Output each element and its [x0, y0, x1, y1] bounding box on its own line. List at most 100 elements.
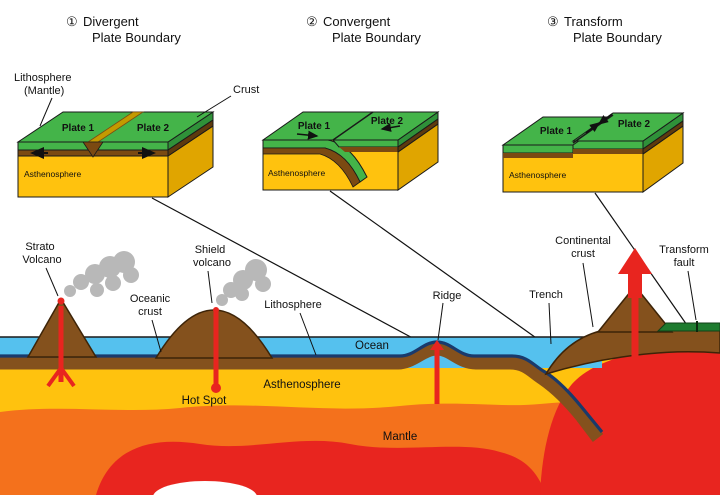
convergent-number: ② [306, 14, 318, 29]
shield-volcano-callout: Shield volcano [193, 244, 231, 304]
trench-callout: Trench [529, 289, 563, 345]
convergent-asthenosphere-label: Asthenosphere [268, 168, 325, 178]
converge-left-arrow-icon [296, 130, 319, 140]
transform-fault-label-1: Transform [659, 244, 709, 256]
transform-asthenosphere-label: Asthenosphere [509, 170, 566, 180]
magma-blob-center [96, 440, 546, 495]
strato-smoke-cloud-icon [64, 251, 139, 297]
header-convergent: ② Convergent Plate Boundary [306, 14, 421, 45]
ridge-label: Ridge [433, 290, 462, 302]
subducting-slab-lithosphere [262, 147, 361, 188]
divergent-block: Plate 1 Plate 2 Asthenosphere [16, 111, 215, 198]
continental-crust-label-2: crust [571, 248, 595, 260]
overriding-plate-lithosphere [339, 147, 398, 152]
shield-volcano-leader [207, 270, 213, 304]
transform-title: Transform [564, 14, 623, 29]
divergent-plate2-label: Plate 2 [137, 123, 170, 134]
converge-right-arrow-icon [380, 123, 401, 132]
transform-front-lithosphere-left [503, 153, 573, 158]
divergent-asthenosphere-label: Asthenosphere [24, 169, 81, 179]
strato-magma-branch-right [59, 366, 76, 388]
oceanic-crust-leader [151, 319, 162, 353]
trench-label: Trench [529, 289, 563, 301]
eruption-plume-arrow-icon [618, 248, 652, 298]
strato-volcano-label-1: Strato [25, 241, 54, 253]
crust-label: Crust [233, 84, 259, 96]
oceanic-lithosphere-band [0, 342, 604, 442]
transform-front-crust-right [572, 140, 644, 150]
divergent-subtitle: Plate Boundary [92, 30, 181, 45]
mantle-label: Mantle [383, 431, 418, 443]
shear-arrow-up-icon [585, 122, 601, 134]
lithosphere-mantle-callout: Lithosphere (Mantle) [14, 72, 72, 127]
oceanic-crust-label-1: Oceanic [130, 293, 171, 305]
convergent-subtitle: Plate Boundary [332, 30, 421, 45]
strato-volcano [26, 251, 139, 388]
divergent-to-ridge-line [151, 197, 434, 350]
header-transform: ③ Transform Plate Boundary [547, 14, 662, 45]
lithosphere-leader [299, 312, 317, 356]
continental-crust-callout: Continental crust [555, 235, 611, 328]
divergent-title: Divergent [83, 14, 139, 29]
rift-notch [82, 141, 104, 158]
mantle-white-patch [153, 481, 257, 495]
hot-spot-label: Hot Spot [182, 395, 228, 407]
hot-spot-magma-ball [211, 383, 221, 393]
transform-plate1-label: Plate 1 [540, 126, 573, 137]
convergent-side-lithosphere [397, 118, 439, 153]
oceanic-crust-line [0, 340, 604, 434]
shear-arrow-down-icon [597, 113, 613, 125]
divergent-plate1-label: Plate 1 [62, 123, 95, 134]
lithosphere-mantle-label-1: Lithosphere [14, 72, 72, 84]
strato-magma-branch-left [46, 366, 63, 388]
lithosphere-callout: Lithosphere [264, 299, 322, 356]
continental-volcano [596, 248, 674, 362]
convergent-plate2-label: Plate 2 [371, 116, 404, 127]
transform-block: Plate 1 Plate 2 Asthenosphere [501, 112, 685, 193]
cross-section: Ocean Asthenosphere Hot Spot Mantle [0, 248, 720, 495]
continental-crust-leader [582, 262, 594, 328]
overriding-plate-crust [331, 139, 399, 148]
crust-callout: Crust [196, 84, 259, 118]
crust-leader [196, 95, 232, 118]
magma-blob-right [540, 346, 720, 495]
continental-crust-label-1: Continental [555, 235, 611, 247]
header-divergent: ① Divergent Plate Boundary [66, 14, 181, 45]
shield-volcano [154, 259, 274, 393]
strato-volcano-callout: Strato Volcano [22, 241, 62, 297]
transform-fault-callout: Transform fault [659, 244, 709, 321]
lithosphere-mantle-leader [39, 97, 53, 127]
shield-volcano-label-1: Shield [195, 244, 226, 256]
convergent-title: Convergent [323, 14, 391, 29]
land-surface-strip [656, 322, 720, 332]
transform-side-lithosphere [642, 120, 684, 155]
ridge-callout: Ridge [433, 290, 462, 341]
strato-volcano-label-2: Volcano [22, 254, 61, 266]
transform-plate2-label: Plate 2 [618, 119, 651, 130]
divergent-side-lithosphere [167, 119, 214, 157]
lithosphere-label: Lithosphere [264, 299, 322, 311]
transform-subtitle: Plate Boundary [573, 30, 662, 45]
transform-front-crust-left [502, 144, 574, 154]
strato-volcano-leader [45, 267, 59, 297]
convergent-block: Plate 1 Plate 2 Asthenosphere [261, 111, 440, 191]
shield-crater-lava [213, 307, 219, 313]
oceanic-crust-callout: Oceanic crust [130, 293, 171, 353]
shield-volcano-label-2: volcano [193, 257, 231, 269]
strato-crater-lava [57, 297, 65, 305]
transform-fault-label-2: fault [674, 257, 695, 269]
asthenosphere-label: Asthenosphere [263, 379, 340, 391]
transform-front-lithosphere-right [573, 149, 643, 154]
shield-smoke-cloud-icon [216, 259, 271, 306]
divergent-number: ① [66, 14, 78, 29]
convergent-to-trench-line [329, 190, 547, 346]
trench-leader [548, 302, 552, 345]
transform-fault-leader [687, 270, 697, 321]
ocean-label: Ocean [355, 340, 389, 352]
transform-number: ③ [547, 14, 559, 29]
oceanic-crust-label-2: crust [138, 306, 162, 318]
convergent-boundary-line [332, 111, 374, 141]
ridge-crest-magma [430, 340, 444, 350]
